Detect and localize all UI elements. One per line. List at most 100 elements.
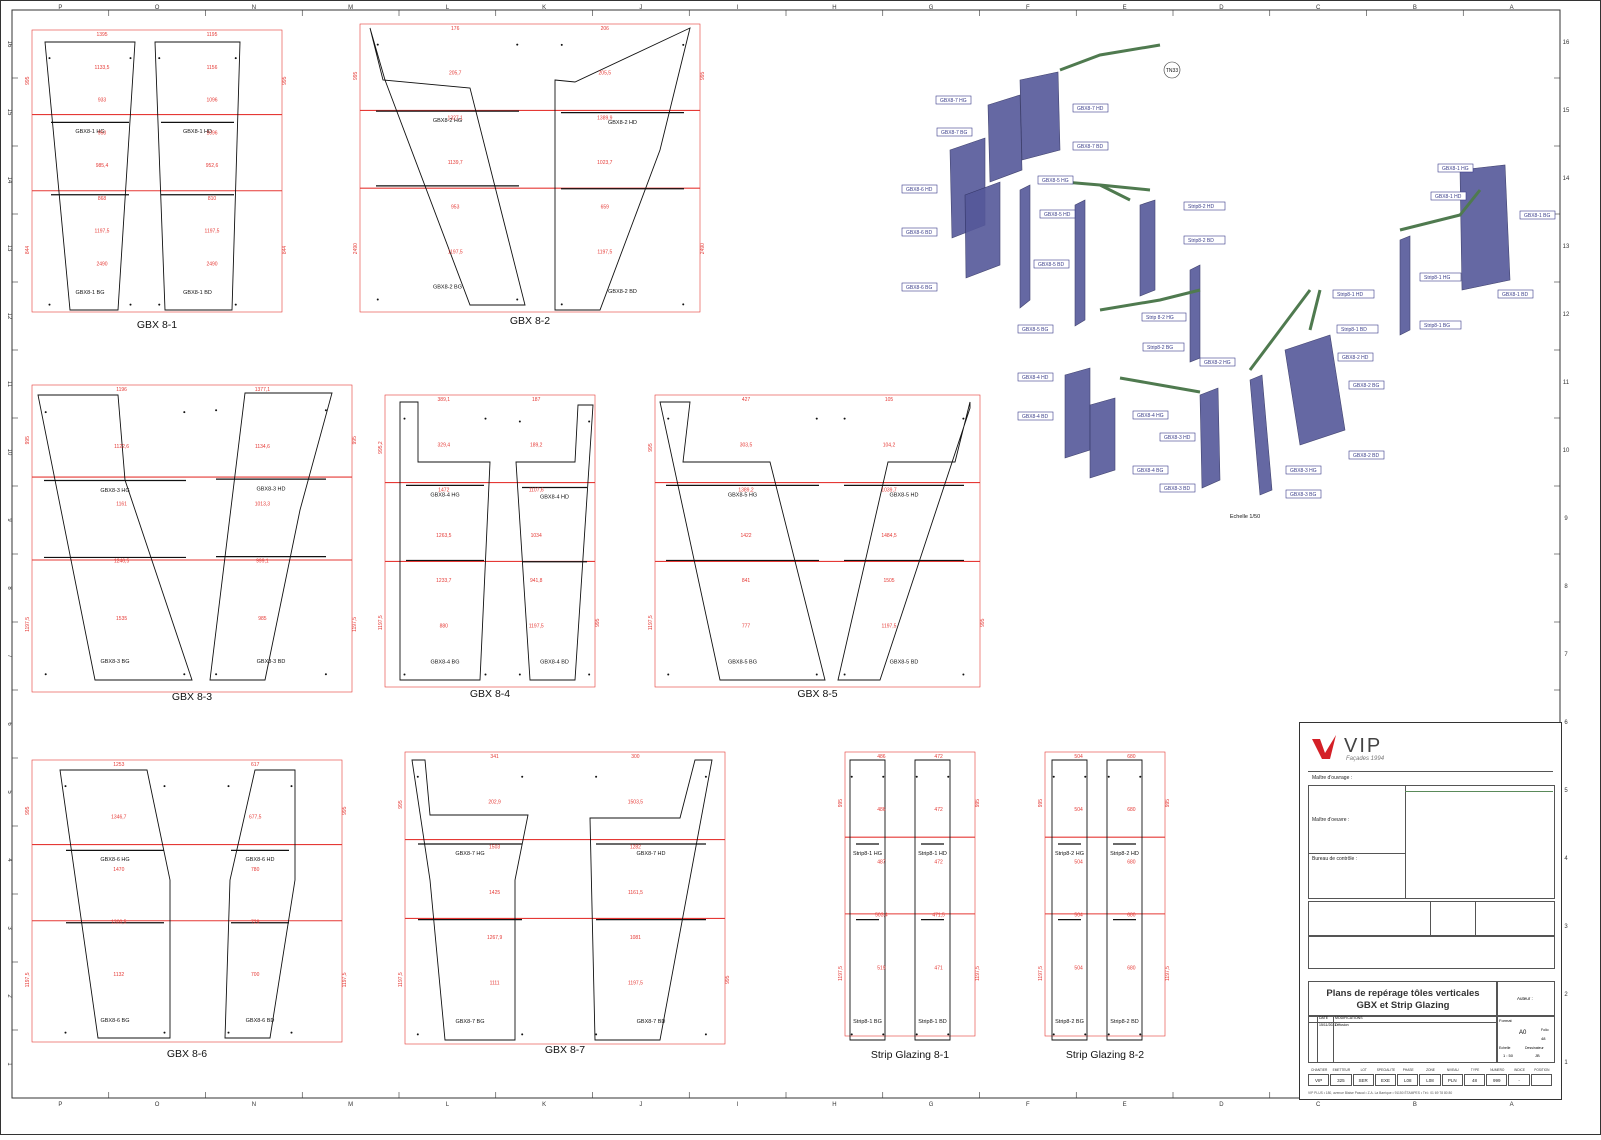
iso-label-text: GBX8-2 HG [1204, 360, 1231, 366]
dimension-text: 1503,5 [628, 799, 644, 805]
dimension-text: 389,1 [438, 397, 451, 403]
fixing-point [682, 303, 685, 306]
dimension-text: 1389,9 [597, 115, 613, 121]
dimension-text: 995 [725, 975, 731, 984]
dimension-text: 1197,5 [975, 966, 981, 981]
fixing-point [704, 775, 707, 778]
iso-label-text: Strip 8-2 HG [1146, 315, 1174, 321]
group-title: GBX 8-7 [545, 1044, 585, 1056]
dimension-text: 995 [980, 618, 986, 627]
panel-label-top: GBX8-2 HD [608, 120, 637, 126]
iso-label-text: GBX8-5 BG [1022, 327, 1049, 333]
code-header-cell: ZONE [1426, 1068, 1435, 1072]
dimension-text: 471 [934, 965, 943, 971]
frame-number-right: 12 [1563, 312, 1570, 318]
dimension-text: 1425 [489, 890, 500, 896]
frame-number-left: 13 [6, 245, 12, 252]
panel-label-bottom: GBX8-6 BD [246, 1018, 275, 1024]
panel-outline [37, 394, 193, 681]
iso-label-text: Strip8-1 BG [1424, 323, 1450, 329]
dimension-text: 519 [877, 965, 886, 971]
dimension-text: 1282 [630, 845, 641, 851]
dimension-text: 1377,1 [255, 387, 271, 393]
iso-label-text: GBX8-6 BD [906, 230, 933, 236]
frame-number-right: 9 [1564, 516, 1568, 522]
dimension-text: 503,4 [875, 912, 888, 918]
format-value: A0 [1519, 1030, 1527, 1036]
fixing-point [947, 775, 950, 778]
iso-label-box [1519, 210, 1556, 220]
code-value-cell: EXE [1374, 1074, 1397, 1086]
dimension-text: 868 [98, 196, 107, 202]
panel-label-top: GBX8-7 HD [636, 851, 665, 857]
fixing-point [1084, 775, 1087, 778]
dimension-text: 504 [1074, 807, 1083, 813]
iso-label-box [1039, 209, 1076, 219]
iso-label-box [1072, 103, 1109, 113]
frame-number-right: 16 [1563, 40, 1570, 46]
code-header-cell: NUMERO [1490, 1068, 1505, 1072]
iso-label-box [1017, 324, 1054, 334]
dimension-text: 1096 [206, 98, 217, 104]
dimension-text: 1197,5 [597, 249, 612, 255]
iso-label-box [1348, 450, 1385, 460]
drawing-title-line2: GBX et Strip Glazing [1356, 1000, 1450, 1011]
code-header-cell: EMETTEUR [1332, 1068, 1351, 1072]
dimension-text: 680 [1127, 754, 1136, 760]
frame-number-right: 5 [1564, 788, 1568, 794]
code-value-cell: L08 [1419, 1074, 1441, 1086]
rev-col-line-2 [1333, 1016, 1334, 1062]
tb-row-3-split-b [1475, 901, 1476, 935]
fixing-point [704, 1033, 707, 1036]
frame-letter-bottom: M [348, 1102, 353, 1108]
tb-green-line [1405, 791, 1553, 792]
panel-outline [1051, 759, 1088, 1041]
frame-number-right: 6 [1564, 720, 1568, 726]
dimension-text: 1096 [206, 130, 217, 136]
panel-outline [154, 41, 241, 311]
iso-label-text: GBX8-7 BG [941, 130, 968, 136]
panel-label-top: GBX8-1 HG [75, 129, 104, 135]
dimension-text: 504 [1074, 965, 1083, 971]
format-label: Format [1499, 1018, 1512, 1023]
dimension-text: 780 [251, 867, 260, 873]
revision-area: DATE MODIFICATIONS 15/11/2021 Diffusion [1308, 1015, 1498, 1063]
iso-label-box [1332, 289, 1375, 299]
dimension-text: 472 [934, 860, 943, 866]
dimension-text: 1122,6 [114, 444, 129, 450]
panel-outline [399, 401, 491, 681]
iso-label-text: GBX8-6 HD [906, 187, 933, 193]
title-block: VIP Façades 1994 Maître d'ouvrage : Maît… [1299, 722, 1562, 1100]
fixing-point [518, 420, 521, 423]
fixing-point [64, 785, 67, 788]
dimension-text: 680 [1127, 912, 1136, 918]
dimension-text: 700 [251, 972, 260, 978]
fixing-point [588, 673, 591, 676]
fixing-point [183, 673, 186, 676]
panel-outline [659, 401, 826, 681]
frame-number-left: 16 [6, 41, 12, 48]
frame-letter-bottom: I [737, 1102, 739, 1108]
dimension-frame [31, 29, 283, 313]
frame-letter-bottom: D [1219, 1102, 1224, 1108]
dimension-text: 995 [975, 799, 981, 808]
panel-outline [1106, 759, 1143, 1041]
fixing-point [234, 57, 237, 60]
panel-label-bottom: GBX8-2 BG [433, 284, 462, 290]
dimension-text: 1422 [740, 533, 751, 539]
panel-outline [369, 27, 526, 306]
dimension-frame [404, 751, 726, 1045]
code-header-cell: INDICE [1514, 1068, 1525, 1072]
iso-label-box [1159, 483, 1196, 493]
panel-label-top: Strip8-2 HD [1110, 851, 1139, 857]
drawing-title-line1: Plans de repérage tôles verticales [1326, 988, 1480, 999]
dimension-text: 1156 [207, 65, 218, 71]
code-value-cell: L08 [1397, 1074, 1419, 1086]
iso-label-box [1497, 289, 1534, 299]
fixing-point [1107, 775, 1110, 778]
fixing-point [518, 673, 521, 676]
frame-letter-bottom: H [832, 1102, 836, 1108]
auteur-area: Auteur : [1496, 981, 1555, 1017]
